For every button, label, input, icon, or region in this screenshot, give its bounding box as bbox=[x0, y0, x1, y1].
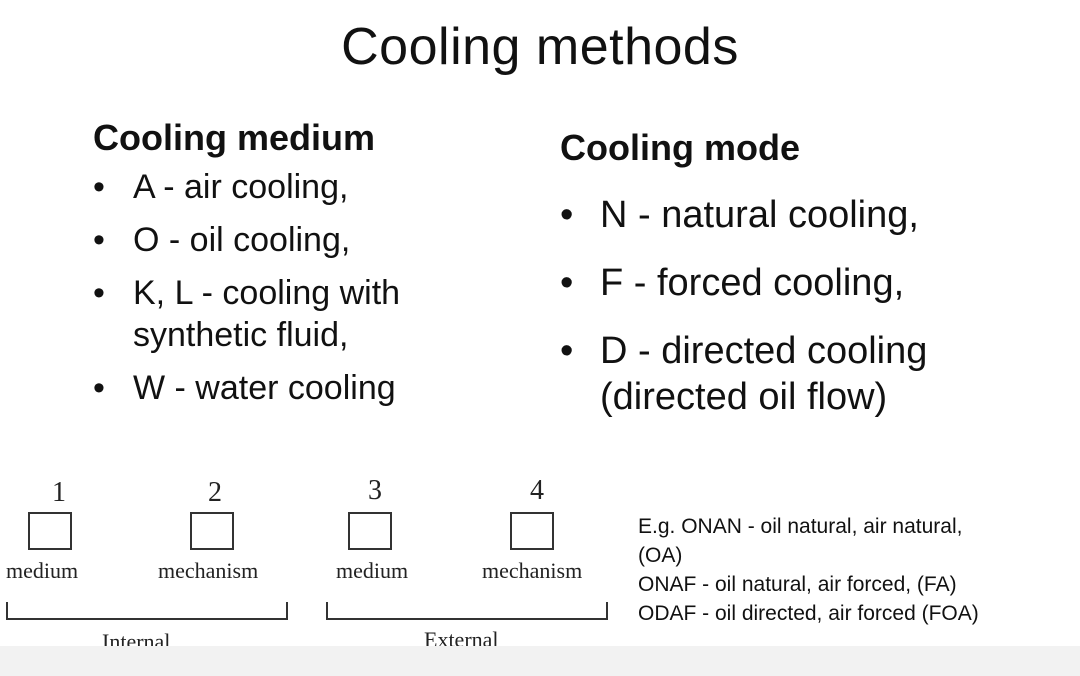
position-number: 4 bbox=[530, 475, 544, 506]
list-item-text: W - water cooling bbox=[133, 369, 396, 407]
example-line: ODAF - oil directed, air forced (FOA) bbox=[638, 602, 979, 625]
position-label: mechanism bbox=[158, 558, 259, 583]
bullet-icon: • bbox=[560, 194, 574, 236]
bullet-icon: • bbox=[560, 262, 574, 304]
internal-bracket bbox=[6, 602, 288, 620]
bottom-band bbox=[0, 646, 1080, 676]
bullet-icon: • bbox=[93, 369, 105, 407]
external-bracket bbox=[326, 602, 608, 620]
position-box bbox=[28, 512, 72, 550]
list-item: • W - water cooling bbox=[93, 367, 493, 409]
cooling-medium-list: • A - air cooling, • O - oil cooling, • … bbox=[93, 166, 493, 420]
bullet-icon: • bbox=[560, 330, 574, 372]
list-item: • D - directed cooling (directed oil flo… bbox=[560, 328, 1020, 420]
bullet-icon: • bbox=[93, 274, 105, 312]
list-item-text: N - natural cooling, bbox=[600, 194, 919, 236]
list-item-text-continued: synthetic fluid, bbox=[133, 316, 349, 354]
position-box bbox=[190, 512, 234, 550]
bullet-icon: • bbox=[93, 221, 105, 259]
bullet-icon: • bbox=[93, 168, 105, 206]
list-item: • F - forced cooling, bbox=[560, 260, 1020, 306]
position-number: 2 bbox=[208, 477, 222, 508]
list-item: • O - oil cooling, bbox=[93, 219, 493, 261]
cooling-medium-heading: Cooling medium bbox=[93, 117, 375, 158]
list-item-text: D - directed cooling bbox=[600, 330, 928, 372]
position-label: medium bbox=[6, 558, 79, 583]
example-line: (OA) bbox=[638, 544, 683, 567]
list-item: • A - air cooling, bbox=[93, 166, 493, 208]
position-label: mechanism bbox=[482, 558, 583, 583]
example-text: E.g. ONAN - oil natural, air natural, (O… bbox=[638, 512, 1058, 628]
cooling-mode-list: • N - natural cooling, • F - forced cool… bbox=[560, 192, 1020, 442]
list-item-text-continued: (directed oil flow) bbox=[600, 376, 888, 418]
position-number: 1 bbox=[52, 477, 66, 508]
page-title: Cooling methods bbox=[341, 18, 739, 76]
list-item-text: A - air cooling, bbox=[133, 168, 349, 206]
position-box bbox=[510, 512, 554, 550]
list-item-text: F - forced cooling, bbox=[600, 262, 905, 304]
list-item-text: K, L - cooling with bbox=[133, 274, 401, 312]
list-item-text: O - oil cooling, bbox=[133, 221, 351, 259]
cooling-mode-heading: Cooling mode bbox=[560, 127, 800, 168]
example-line: E.g. ONAN - oil natural, air natural, bbox=[638, 515, 963, 538]
list-item: • K, L - cooling with synthetic fluid, bbox=[93, 272, 493, 356]
list-item: • N - natural cooling, bbox=[560, 192, 1020, 238]
position-box bbox=[348, 512, 392, 550]
position-label: medium bbox=[336, 558, 409, 583]
position-number: 3 bbox=[368, 475, 382, 506]
example-line: ONAF - oil natural, air forced, (FA) bbox=[638, 573, 957, 596]
